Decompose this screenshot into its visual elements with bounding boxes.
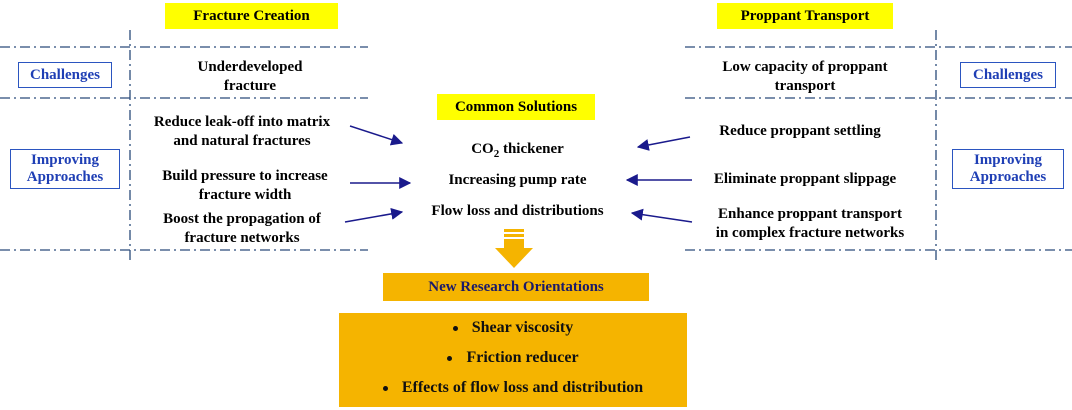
orientation-item: Shear viscosity	[339, 319, 687, 337]
improving-approaches-label-right: Improving Approaches	[952, 149, 1064, 189]
subscript: 2	[493, 148, 500, 160]
orientations-title: New Research Orientations	[383, 273, 649, 301]
arrow-transport	[630, 208, 693, 223]
text-line: in complex fracture networks	[715, 225, 905, 241]
challenge-left: Underdeveloped fracture	[150, 58, 350, 96]
label-line: Approaches	[26, 169, 104, 185]
challenge-right: Low capacity of proppant transport	[690, 58, 920, 96]
text-span: CO	[471, 141, 494, 157]
orientation-text: Shear viscosity	[471, 319, 574, 336]
approach-leakoff: Reduce leak-off into matrix and natural …	[132, 113, 352, 151]
text-line: fracture	[223, 78, 277, 94]
text-line: transport	[774, 78, 836, 94]
approach-propagation: Boost the propagation of fracture networ…	[132, 210, 352, 248]
row-dividers	[0, 46, 1072, 251]
orientations-panel: Shear viscosity Friction reducer Effects…	[339, 313, 687, 407]
text-line: Reduce proppant settling	[719, 123, 881, 139]
orientation-text: Effects of flow loss and distribution	[401, 379, 644, 396]
bullet-icon	[452, 325, 458, 331]
orientation-item: Friction reducer	[339, 349, 687, 367]
arrow-leakoff	[349, 125, 404, 146]
solution-co2-thickener: CO2 thickener	[410, 140, 625, 164]
approach-settling: Reduce proppant settling	[690, 122, 910, 141]
challenges-label-right: Challenges	[960, 62, 1056, 88]
common-solutions-header: Common Solutions	[437, 94, 595, 120]
down-arrow-icon	[495, 229, 533, 268]
label-line: Improving	[973, 152, 1043, 168]
orientation-text: Friction reducer	[466, 349, 579, 366]
text-line: Eliminate proppant slippage	[713, 171, 897, 187]
text-line: Enhance proppant transport	[718, 206, 902, 222]
arrow-settling	[636, 136, 691, 151]
challenges-label-left: Challenges	[18, 62, 112, 88]
solution-pump-rate: Increasing pump rate	[448, 172, 587, 188]
bullet-icon	[447, 355, 453, 361]
arrow-propagation	[344, 207, 404, 223]
improving-approaches-label-left: Improving Approaches	[10, 149, 120, 189]
solution-flow-loss: Flow loss and distributions	[431, 203, 604, 219]
orientation-item: Effects of flow loss and distribution	[339, 379, 687, 397]
text-line: Reduce leak-off into matrix	[153, 114, 331, 130]
text-line: Underdeveloped	[197, 59, 303, 75]
text-line: and natural fractures	[173, 133, 311, 149]
text-line: Boost the propagation of	[163, 211, 321, 227]
proppant-transport-header: Proppant Transport	[717, 3, 893, 29]
label-line: Approaches	[969, 169, 1047, 185]
text-line: Build pressure to increase	[162, 168, 328, 184]
approach-transport: Enhance proppant transport in complex fr…	[690, 205, 930, 243]
bullet-icon	[382, 385, 388, 391]
text-line: fracture networks	[184, 230, 300, 246]
arrows	[344, 125, 693, 223]
text-line: fracture width	[198, 187, 292, 203]
column-dividers	[129, 30, 937, 260]
approach-pressure: Build pressure to increase fracture widt…	[135, 167, 355, 205]
text-line: Low capacity of proppant	[722, 59, 888, 75]
text-span: thickener	[499, 141, 564, 157]
approach-slippage: Eliminate proppant slippage	[690, 170, 920, 189]
label-line: Improving	[30, 152, 100, 168]
fracture-creation-header: Fracture Creation	[165, 3, 338, 29]
